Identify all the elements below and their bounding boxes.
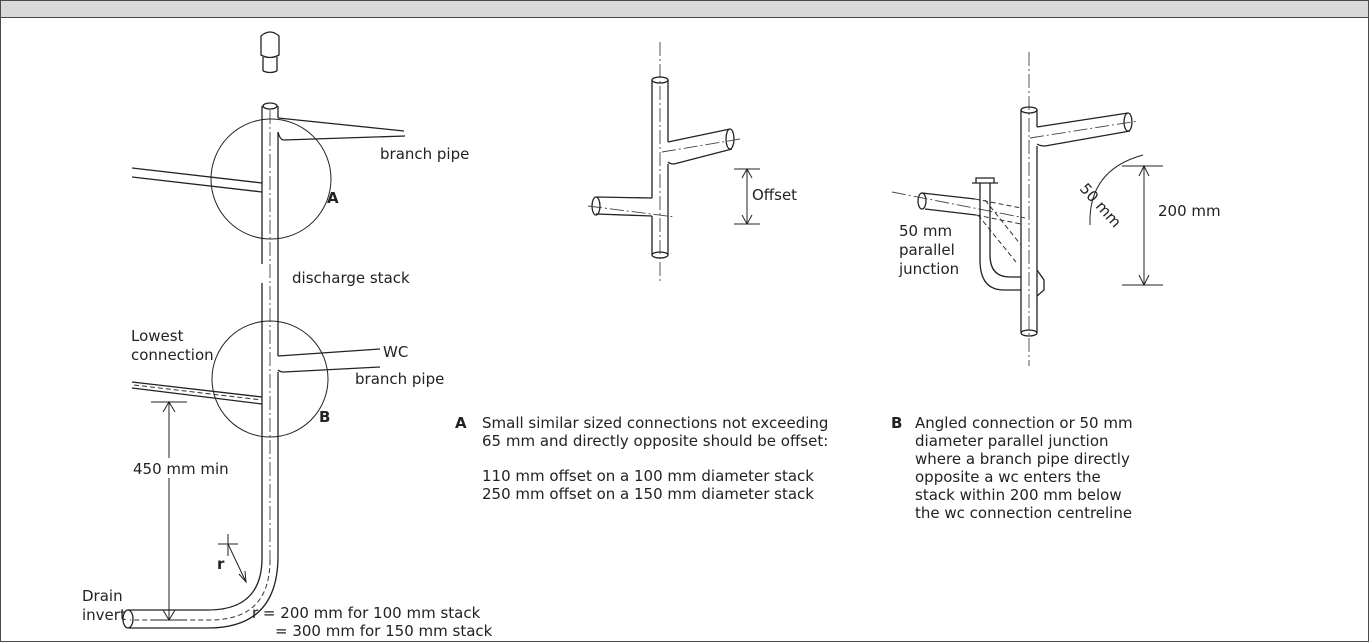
label-50mm-radius: 50 mm	[1076, 180, 1125, 232]
offset-drawing: Offset	[587, 42, 797, 283]
vent-cap	[260, 31, 280, 59]
dim-450	[151, 401, 187, 621]
detail-circle-b	[211, 320, 329, 438]
note-b-line-6: the wc connection centreline	[915, 504, 1132, 522]
label-discharge-stack: discharge stack	[292, 269, 410, 287]
label-branch-pipe: branch pipe	[380, 145, 469, 163]
detail-circle-a	[210, 118, 332, 240]
label-b: B	[319, 408, 330, 426]
left-labels: branch pipe A discharge stack Lowest con…	[82, 145, 493, 640]
note-b-line-1: Angled connection or 50 mm	[915, 414, 1133, 432]
label-connection: connection	[131, 346, 214, 364]
radius-marker	[218, 534, 247, 583]
label-lowest: Lowest	[131, 327, 184, 345]
note-b-line-3: where a branch pipe directly	[915, 450, 1130, 468]
label-200mm: 200 mm	[1158, 202, 1221, 220]
upper-left-branch	[131, 167, 263, 193]
note-b-letter: B	[891, 414, 902, 432]
radius-line-1: r = 200 mm for 100 mm stack	[252, 604, 481, 622]
note-a-line-2: 65 mm and directly opposite should be of…	[482, 432, 828, 450]
label-parallel-3: junction	[898, 260, 959, 278]
label-offset: Offset	[752, 186, 797, 204]
note-a-line-4: 250 mm offset on a 150 mm diameter stack	[482, 485, 814, 503]
stack-right-wall	[128, 106, 279, 629]
label-parallel-1: 50 mm	[899, 222, 952, 240]
note-a-line-3: 110 mm offset on a 100 mm diameter stack	[482, 467, 814, 485]
label-invert: invert	[82, 606, 126, 624]
wc-branch	[277, 348, 381, 373]
note-b-line-5: stack within 200 mm below	[915, 486, 1122, 504]
note-a-letter: A	[455, 414, 467, 432]
label-r: r	[217, 555, 225, 573]
stack-left-wall	[128, 106, 263, 611]
note-b: B Angled connection or 50 mm diameter pa…	[891, 414, 1133, 522]
upper-right-branch	[277, 117, 406, 141]
note-b-line-4: opposite a wc enters the	[915, 468, 1101, 486]
label-parallel-2: parallel	[899, 241, 955, 259]
left-stack-drawing	[122, 31, 406, 629]
label-wc-branch-pipe: branch pipe	[355, 370, 444, 388]
label-450: 450 mm min	[133, 460, 229, 478]
header-bar	[1, 1, 1368, 18]
label-drain: Drain	[82, 587, 123, 605]
junction-drawing: 50 mm 200 mm 50 mm parallel junction	[891, 52, 1221, 366]
note-a: A Small similar sized connections not ex…	[455, 414, 828, 503]
note-a-line-1: Small similar sized connections not exce…	[482, 414, 828, 432]
label-wc: WC	[383, 343, 408, 361]
lowest-connection-branch	[131, 381, 263, 405]
radius-line-2: = 300 mm for 150 mm stack	[275, 622, 493, 640]
note-b-line-2: diameter parallel junction	[915, 432, 1109, 450]
label-a: A	[327, 189, 339, 207]
